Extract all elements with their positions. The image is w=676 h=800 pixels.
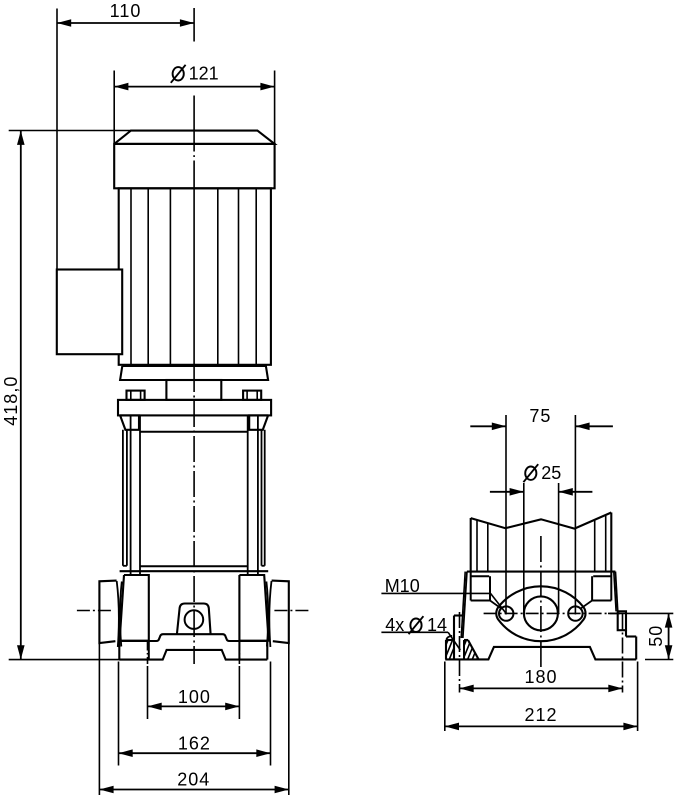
svg-text:75: 75: [529, 406, 551, 426]
svg-text:110: 110: [110, 1, 142, 21]
svg-text:14: 14: [427, 615, 447, 635]
svg-text:M10: M10: [385, 576, 420, 596]
svg-text:25: 25: [541, 463, 561, 483]
svg-text:204: 204: [177, 770, 210, 790]
svg-text:50: 50: [646, 625, 666, 647]
svg-text:121: 121: [189, 64, 219, 84]
svg-text:100: 100: [178, 687, 211, 707]
svg-text:162: 162: [178, 734, 211, 754]
svg-text:4x: 4x: [385, 615, 404, 635]
svg-text:212: 212: [524, 705, 557, 725]
svg-text:418,0: 418,0: [1, 376, 21, 426]
svg-text:180: 180: [524, 667, 557, 687]
